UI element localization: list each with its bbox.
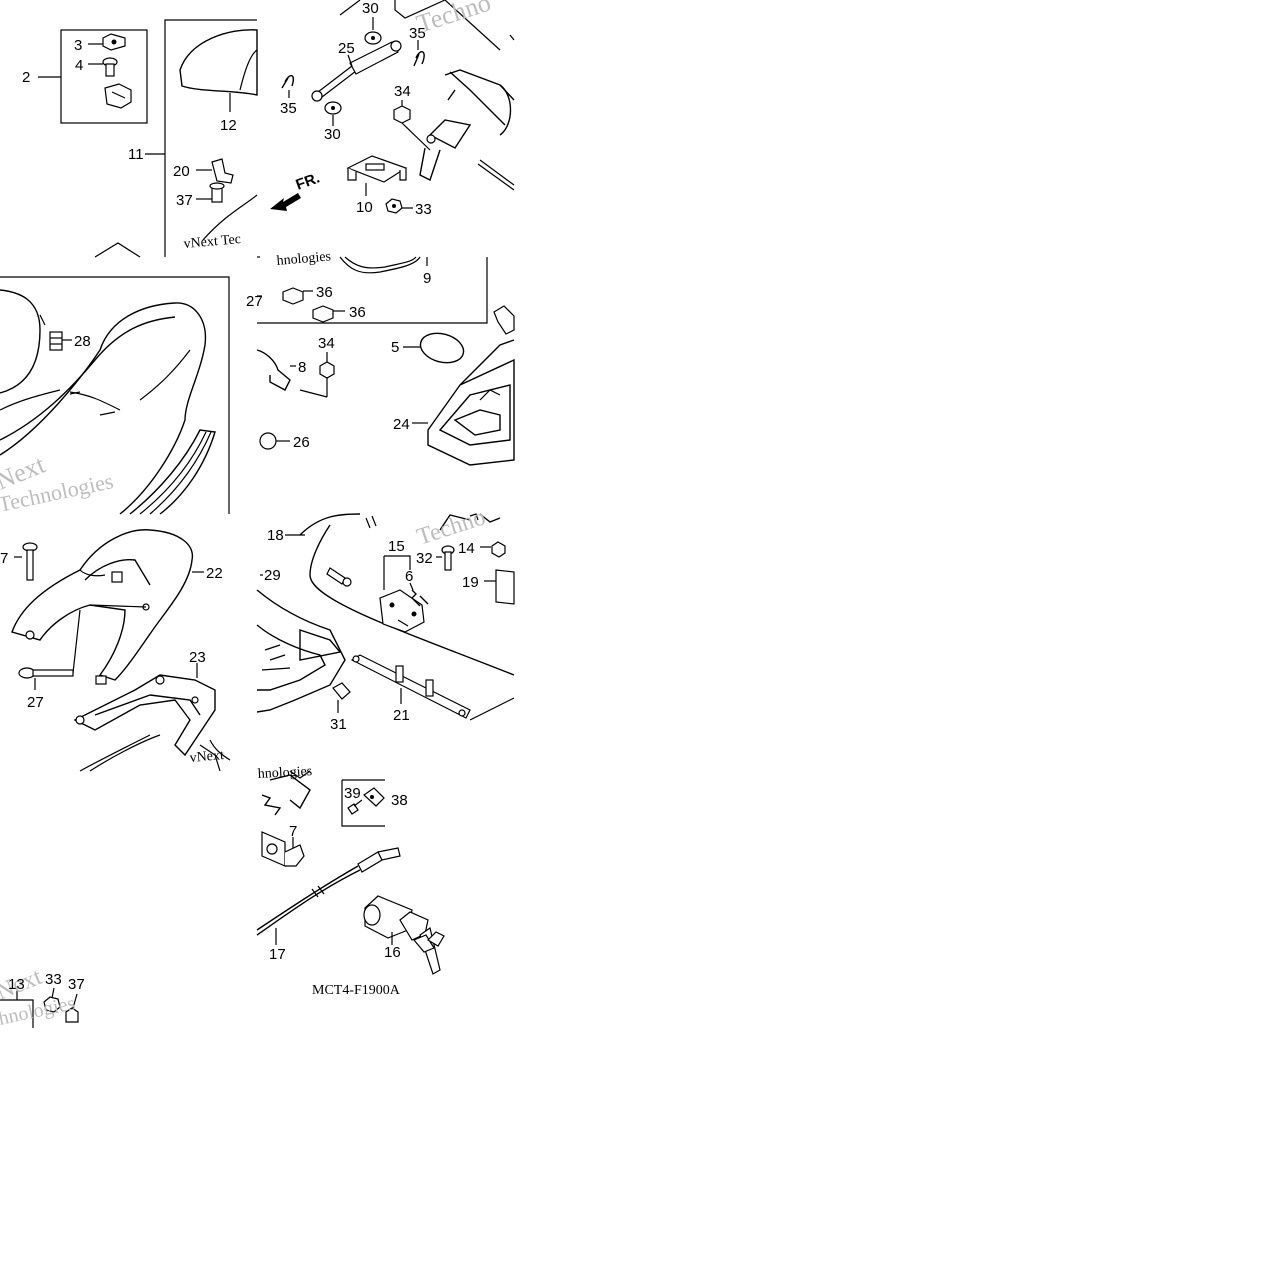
part-label-35: 35 <box>409 25 426 42</box>
clip-nut-part <box>312 305 334 323</box>
part-label-24: 24 <box>393 416 410 433</box>
part-label-4: 4 <box>75 57 83 74</box>
part-label-3: 3 <box>74 37 82 54</box>
part-label-6: 6 <box>405 568 413 585</box>
watermark-text: Techno <box>414 504 489 550</box>
part-label-2: 2 <box>22 69 30 86</box>
tile-rear-fasteners <box>0 987 79 1028</box>
part-label-38: 38 <box>391 792 408 809</box>
screw-part <box>347 803 359 815</box>
part-label-27b: 27 <box>246 293 263 310</box>
under-tray-part <box>256 589 346 713</box>
latch-bracket-part <box>495 569 515 605</box>
tile-main-seat <box>0 276 230 515</box>
watermark-text: vNext <box>189 748 225 766</box>
grab-rail-part <box>73 674 216 757</box>
storage-tray-part <box>427 358 515 466</box>
tile-gas-strut <box>257 0 515 258</box>
part-label-30b: 30 <box>324 126 341 143</box>
part-number-labels: 2 3 4 12 11 20 37 30 25 35 35 34 30 FR. … <box>0 0 479 998</box>
part-label-33: 33 <box>415 201 432 218</box>
part-label-26: 26 <box>293 434 310 451</box>
backrest-part <box>0 289 41 394</box>
part-label-25: 25 <box>338 40 355 57</box>
tile-storage-box <box>256 256 515 466</box>
part-label-14: 14 <box>458 540 475 557</box>
part-label-34b: 34 <box>318 335 335 352</box>
tile-lock-cable <box>256 513 515 721</box>
part-label-7b: 7 <box>289 823 297 840</box>
cap-part <box>259 432 277 450</box>
part-label-12: 12 <box>220 117 237 134</box>
bracket-part <box>256 349 291 391</box>
tile-pillion-seat <box>11 529 231 772</box>
part-label-33b: 33 <box>45 971 62 988</box>
part-label-8: 8 <box>298 359 306 376</box>
front-direction-arrow <box>270 193 301 211</box>
part-label-35b: 35 <box>280 100 297 117</box>
bolt-part <box>493 305 515 335</box>
gasket-ring-part <box>419 332 465 364</box>
part-label-28: 28 <box>74 333 91 350</box>
nut-part <box>393 105 411 124</box>
hinge-plate-part <box>211 158 234 184</box>
part-label-34: 34 <box>394 83 411 100</box>
latch-plate-part <box>350 654 471 719</box>
part-label-18: 18 <box>267 527 284 544</box>
watermark-text: hnologies <box>276 249 332 269</box>
part-label-39: 39 <box>344 785 361 802</box>
watermark-text: vNext Tec <box>183 232 242 252</box>
seat-trim-part <box>129 429 216 515</box>
r-clip-part <box>413 51 425 67</box>
part-label-9: 9 <box>423 270 431 287</box>
gas-strut-part <box>317 65 357 98</box>
part-label-13: 13 <box>8 976 25 993</box>
nut-part <box>319 361 335 379</box>
bolt-part <box>49 331 63 351</box>
clip-bottom-part <box>104 83 132 109</box>
part-label-22: 22 <box>206 565 223 582</box>
part-label-16: 16 <box>384 944 401 961</box>
part-label-10: 10 <box>356 199 373 216</box>
part-label-7: 7 <box>0 550 8 567</box>
release-cable-part <box>299 513 361 536</box>
part-label-37b: 37 <box>68 976 85 993</box>
part-label-36: 36 <box>316 284 333 301</box>
tile-key-cylinder <box>256 770 445 975</box>
part-label-17: 17 <box>269 946 286 963</box>
part-label-23: 23 <box>189 649 206 666</box>
seat-frame-part <box>419 69 515 181</box>
seat-cover-part <box>179 29 258 96</box>
r-clip-part <box>281 75 294 89</box>
part-label-21: 21 <box>393 707 410 724</box>
part-label-27: 27 <box>27 694 44 711</box>
lock-cable-part <box>256 869 361 936</box>
watermark-text: hnologies <box>257 764 312 782</box>
part-label-30: 30 <box>362 0 379 17</box>
bolt-part <box>65 1007 79 1023</box>
spring-part <box>411 589 429 607</box>
front-arrow-label: FR. <box>294 170 323 194</box>
part-label-32: 32 <box>416 550 433 567</box>
part-label-37: 37 <box>176 192 193 209</box>
part-label-31: 31 <box>330 716 347 733</box>
part-label-15: 15 <box>388 538 405 555</box>
clip-part <box>332 682 351 700</box>
part-label-29: 29 <box>264 567 281 584</box>
clip-nut-part <box>282 287 304 305</box>
diagram-code-caption: MCT4-F1900A <box>312 983 401 998</box>
nut-part <box>491 541 506 558</box>
watermarks: Techno vNext Tec hnologies Next Technolo… <box>0 0 494 1030</box>
part-label-11: 11 <box>128 146 144 163</box>
part-label-5: 5 <box>391 339 399 356</box>
nut-part <box>43 996 61 1013</box>
seat-latch-part <box>379 589 425 633</box>
part-label-36b: 36 <box>349 304 366 321</box>
part-label-20: 20 <box>173 163 190 180</box>
tile-seat-hinge <box>38 19 258 258</box>
pillion-seat-part <box>11 529 194 681</box>
part-label-19: 19 <box>462 574 479 591</box>
